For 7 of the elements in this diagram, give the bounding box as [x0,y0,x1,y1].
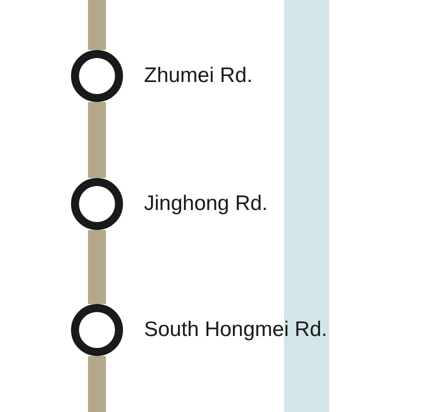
station-name: South Hongmei Rd. [144,317,328,343]
station-name: Jinghong Rd. [144,191,268,217]
transit-line-segment [88,230,106,304]
transit-line-segment [88,0,106,50]
station-name: Zhumei Rd. [144,63,253,89]
transit-line-segment [88,102,106,178]
transit-line-segment [88,356,106,412]
